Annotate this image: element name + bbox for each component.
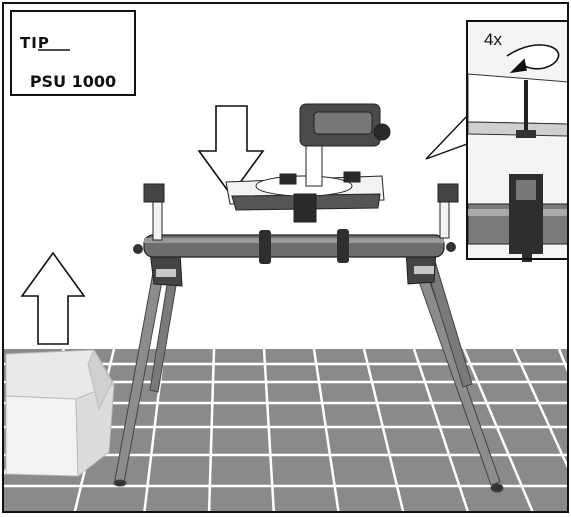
tiled-floor bbox=[4, 348, 567, 511]
miter-saw bbox=[225, 103, 391, 223]
model-label: PSU 1000 bbox=[29, 72, 117, 91]
end-supports bbox=[143, 183, 459, 241]
tip-box: TIP PSU 1000 bbox=[10, 10, 136, 96]
rotate-arrow-icon bbox=[506, 44, 560, 74]
place-arrow-icon bbox=[197, 105, 265, 197]
leg-brackets bbox=[149, 249, 437, 287]
assembly-drawing bbox=[4, 20, 567, 511]
detail-inset-frame bbox=[466, 20, 567, 260]
tip-label: TIP bbox=[20, 34, 50, 52]
turn-count-label: 4x bbox=[484, 30, 502, 49]
lift-arrow-icon bbox=[20, 251, 86, 345]
cardboard-box bbox=[5, 348, 115, 477]
stand-rail bbox=[133, 229, 456, 264]
callout-pointer bbox=[425, 114, 468, 160]
